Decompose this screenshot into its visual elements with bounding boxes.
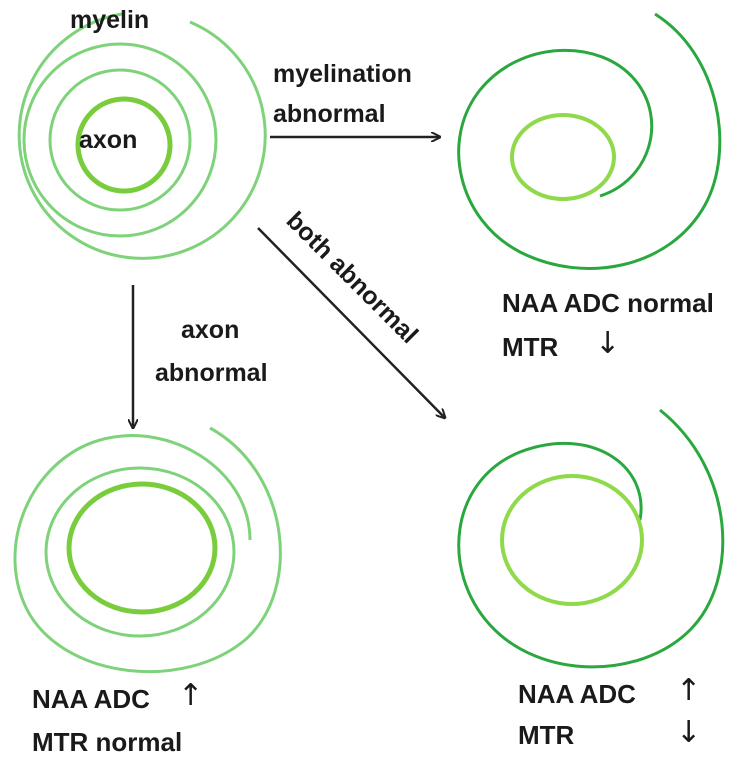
- axon-circle-swollen: [66, 481, 218, 615]
- axon-circle-swollen-br: [500, 474, 644, 606]
- axon-circle-normal: [510, 113, 616, 201]
- naa-adc-up-indicator-bl: ↑: [178, 678, 204, 713]
- normal-axon-myelin-figure: [17, 12, 267, 260]
- mtr-down-indicator-br: ↓: [676, 715, 702, 750]
- myelin-spiral-outer-bl: [13, 426, 282, 674]
- myelin-spiral-thin-br: [457, 408, 725, 669]
- label-axon-abnormal-line1: axon: [181, 316, 240, 344]
- label-myelination-abnormal-line1: myelination: [273, 60, 412, 88]
- result-br-line2: MTR: [518, 720, 575, 750]
- arrow-diagonal: [257, 227, 445, 418]
- result-bl-line1: NAA ADC: [32, 684, 150, 714]
- mtr-down-indicator-tr: ↓: [595, 326, 621, 361]
- label-axon: axon: [79, 126, 138, 154]
- naa-adc-up-indicator-br: ↑: [676, 673, 702, 708]
- axon-abnormal-figure: [13, 426, 282, 674]
- result-br-line1: NAA ADC: [518, 679, 636, 709]
- myelin-spiral-thin: [457, 12, 722, 270]
- myelin-ring-inner: [48, 68, 192, 212]
- result-bl-line2: MTR normal: [32, 727, 183, 757]
- axon-circle: [75, 96, 173, 194]
- label-myelin: myelin: [70, 6, 150, 34]
- result-tr-line1: NAA ADC normal: [502, 288, 714, 318]
- both-abnormal-figure: [457, 408, 725, 669]
- myelination-abnormal-figure: [457, 12, 722, 270]
- myelin-ring-middle: [22, 42, 218, 238]
- myelin-ring-bl: [44, 466, 236, 638]
- label-axon-abnormal-line2: abnormal: [155, 359, 268, 387]
- label-both-abnormal: both abnormal: [281, 206, 424, 349]
- myelin-spiral-outer: [17, 12, 267, 260]
- result-tr-line2: MTR: [502, 332, 559, 362]
- label-myelination-abnormal-line2: abnormal: [273, 100, 386, 128]
